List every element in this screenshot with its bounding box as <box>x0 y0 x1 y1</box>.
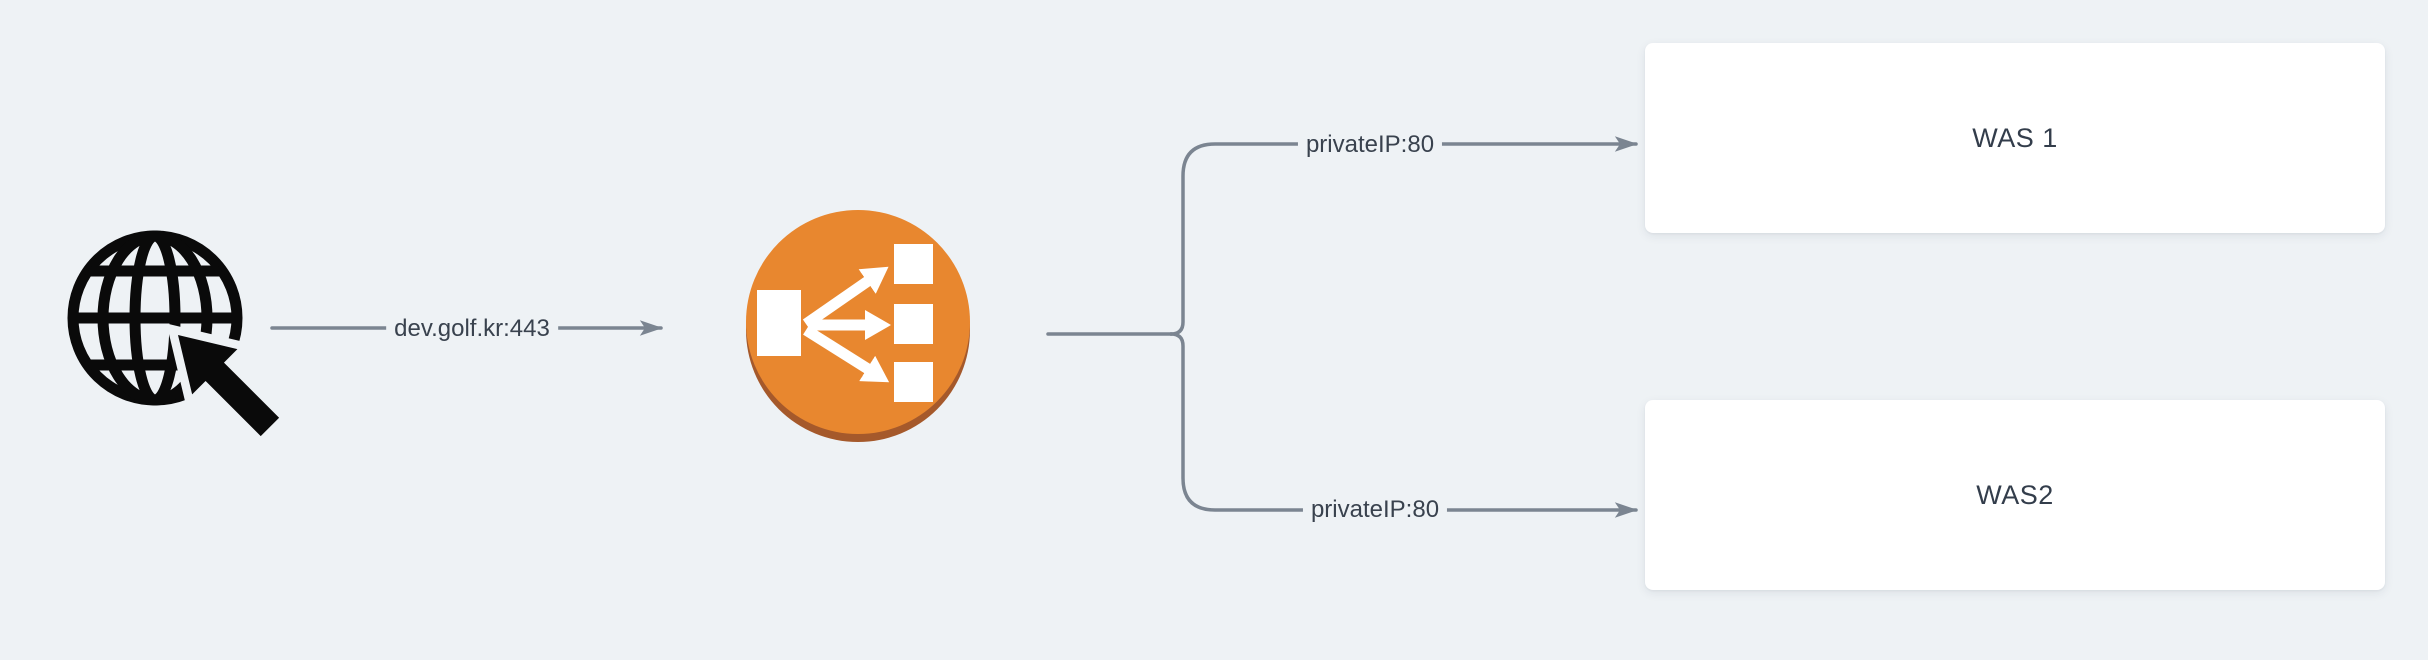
load-balancer-icon <box>746 210 970 442</box>
was2-label: WAS2 <box>1976 479 2054 510</box>
was1-node: WAS 1 <box>1645 43 2385 233</box>
cursor-icon <box>166 323 292 449</box>
globe-icon <box>67 230 243 406</box>
edge-lb-fork <box>1046 136 1638 518</box>
was2-node: WAS2 <box>1645 400 2385 590</box>
edge-lb-to-was2 <box>1169 332 1638 518</box>
edge-label-private-ip-top: privateIP:80 <box>1297 129 1443 161</box>
edge-lb-to-was1 <box>1169 136 1638 336</box>
edge-label-domain-port: dev.golf.kr:443 <box>386 313 558 345</box>
edge-label-private-ip-bottom: privateIP:80 <box>1302 494 1448 526</box>
was1-label: WAS 1 <box>1972 122 2058 153</box>
